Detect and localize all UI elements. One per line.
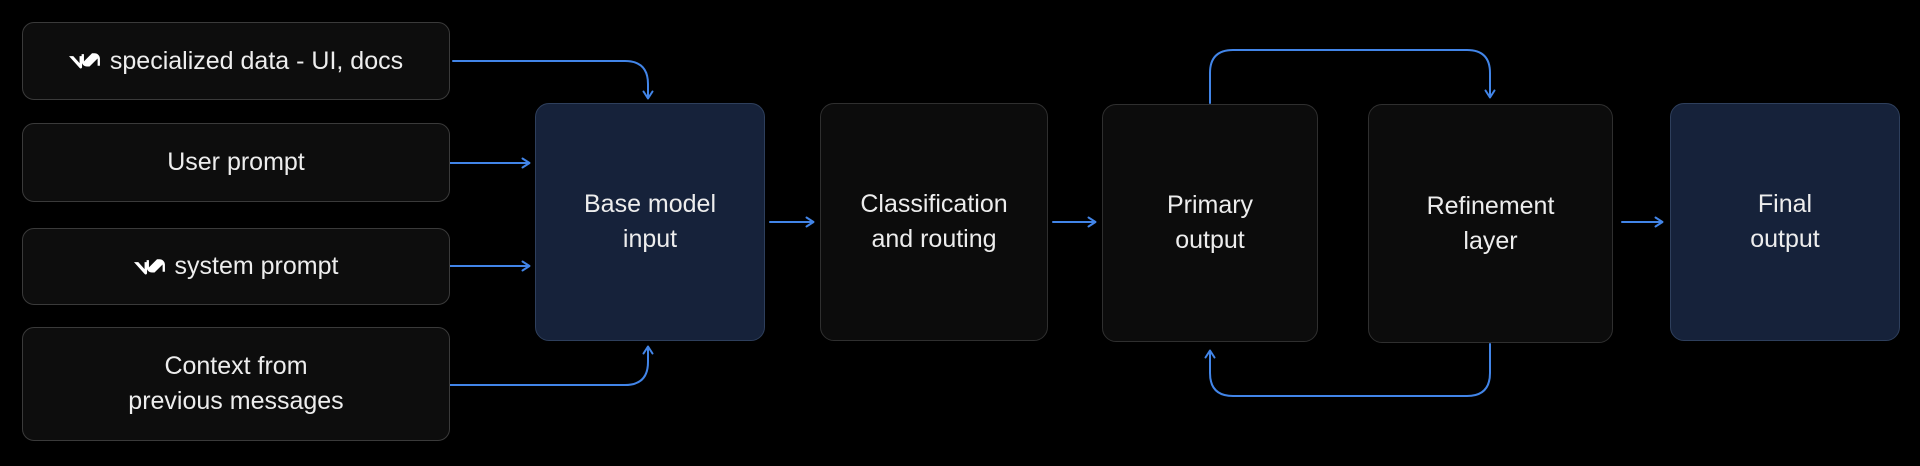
node-label-line: output [1750,225,1820,253]
node-label-line: Base model [583,190,717,218]
node-label-line: Classification [860,190,1008,218]
node-label-line: Refinement [1426,191,1555,220]
v0-logo-icon [133,258,165,275]
node-context-previous-messages: Context from previous messages [22,327,450,441]
arrow-refinement-layer-to-primary-output [1204,343,1491,397]
label-with-logo: specialized data - UI, docs [68,44,404,79]
arrow-specialized-data-to-base-model-input [452,60,654,100]
node-user-prompt: User prompt [22,123,450,202]
node-specialized-data: specialized data - UI, docs [22,22,450,100]
node-label-line: Final [1757,190,1813,218]
v0-logo-icon [68,53,100,69]
node-label-line: layer [1463,226,1518,255]
node-label-line: specialized data - UI, docs [109,46,404,75]
node-label-line: output [1175,226,1245,254]
node-system-prompt: system prompt [22,228,450,305]
node-final-output: Final output [1670,103,1900,341]
node-label-line: Context from [164,352,308,380]
label-with-logo: system prompt [133,249,339,284]
node-label-line: previous messages [128,387,344,415]
node-classification-and-routing: Classification and routing [820,103,1048,341]
node-refinement-layer: Refinement layer [1368,104,1613,343]
node-label-line: system prompt [174,252,339,280]
arrow-primary-output-to-refinement-layer [1209,49,1496,104]
node-label-line: and routing [871,225,997,253]
node-label-line: Primary [1166,191,1254,219]
node-base-model-input: Base model input [535,103,765,341]
arrow-context-previous-messages-to-base-model-input [449,345,654,386]
node-label-line: User prompt [167,148,305,176]
node-label-line: input [622,225,678,253]
node-primary-output: Primary output [1102,104,1318,342]
